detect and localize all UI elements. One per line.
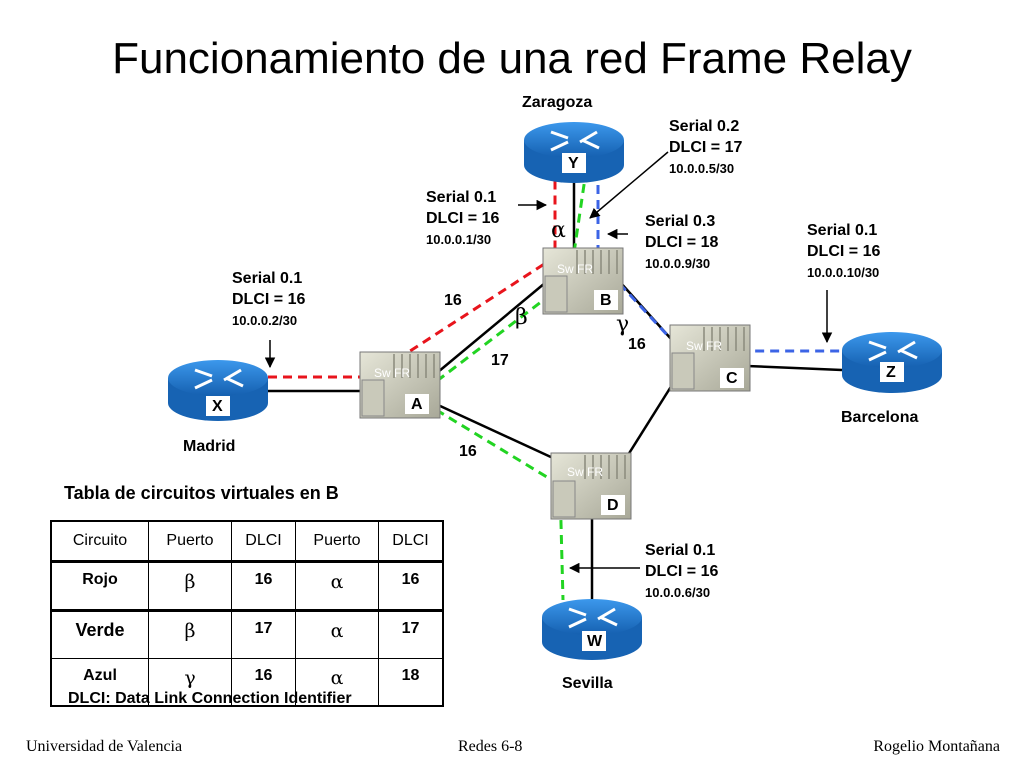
link-c-z bbox=[746, 364, 843, 372]
router-x-letter: X bbox=[212, 398, 223, 415]
iface-barcelona: Serial 0.1 DLCI = 16 10.0.0.10/30 bbox=[807, 220, 880, 283]
cell-dlci-in: 16 bbox=[231, 560, 296, 611]
cell-puerto-out: α bbox=[295, 658, 379, 707]
header-puerto-in: Puerto bbox=[148, 520, 232, 562]
footer-center: Redes 6-8 bbox=[458, 738, 523, 755]
dlci-definition: DLCI: Data Link Connection Identifier bbox=[68, 690, 352, 707]
router-w-letter: W bbox=[587, 633, 603, 650]
city-madrid: Madrid bbox=[183, 438, 236, 455]
iface-zaragoza-03-dlci: DLCI = 18 bbox=[645, 234, 719, 251]
iface-zaragoza-01-ip: 10.0.0.1/30 bbox=[426, 232, 492, 247]
switch-a bbox=[359, 351, 441, 419]
iface-zaragoza-03: Serial 0.3 DLCI = 18 10.0.0.9/30 bbox=[645, 211, 718, 274]
iface-madrid-ip: 10.0.0.2/30 bbox=[232, 313, 298, 328]
footer-right: Rogelio Montañana bbox=[873, 738, 1000, 755]
port-beta: β bbox=[515, 305, 528, 330]
table-row: Rojo β 16 α 16 bbox=[50, 560, 444, 611]
switch-a-letter: A bbox=[411, 396, 423, 413]
iface-barcelona-dlci: DLCI = 16 bbox=[807, 243, 881, 260]
circuit-blue bbox=[596, 170, 845, 353]
iface-zaragoza-02-dlci: DLCI = 17 bbox=[669, 139, 743, 156]
router-y-icon bbox=[524, 122, 624, 183]
table-row: Verde β 17 α 17 bbox=[50, 609, 444, 659]
cell-puerto-in: β bbox=[148, 609, 232, 659]
iface-madrid-dlci: DLCI = 16 bbox=[232, 291, 306, 308]
footer-left: Universidad de Valencia bbox=[26, 738, 183, 755]
iface-zaragoza-02-ip: 10.0.0.5/30 bbox=[669, 161, 735, 176]
iface-zaragoza-02-serial: Serial 0.2 bbox=[669, 118, 740, 135]
cell-circuito: Verde bbox=[50, 609, 149, 659]
iface-zaragoza-01-dlci: DLCI = 16 bbox=[426, 210, 500, 227]
table-caption: Tabla de circuitos virtuales en B bbox=[64, 483, 339, 503]
header-dlci-out: DLCI bbox=[378, 520, 444, 562]
link-a-d bbox=[437, 403, 554, 460]
switch-d-label: Sw FR bbox=[567, 465, 603, 479]
header-dlci-in: DLCI bbox=[231, 520, 296, 562]
dlci-red-ab: 16 bbox=[444, 292, 462, 309]
cell-puerto-out: α bbox=[295, 609, 379, 659]
router-z-letter: Z bbox=[886, 364, 896, 381]
port-gamma: γ bbox=[616, 312, 630, 337]
iface-zaragoza-03-ip: 10.0.0.9/30 bbox=[645, 256, 711, 271]
cell-circuito: Azul bbox=[50, 658, 149, 707]
city-zaragoza: Zaragoza bbox=[522, 94, 593, 111]
cell-dlci-out: 17 bbox=[378, 609, 444, 659]
switch-b-label: Sw FR bbox=[557, 262, 593, 276]
iface-sevilla-ip: 10.0.0.6/30 bbox=[645, 585, 711, 600]
iface-sevilla: Serial 0.1 DLCI = 16 10.0.0.6/30 bbox=[645, 540, 718, 603]
port-alpha: α bbox=[551, 218, 566, 243]
iface-barcelona-serial: Serial 0.1 bbox=[807, 222, 878, 239]
cell-dlci-out: 16 bbox=[378, 560, 444, 611]
iface-zaragoza-02: Serial 0.2 DLCI = 17 10.0.0.5/30 bbox=[669, 116, 742, 179]
header-circuito: Circuito bbox=[50, 520, 149, 562]
city-barcelona: Barcelona bbox=[841, 409, 919, 426]
arrow-zaragoza-02 bbox=[589, 151, 669, 219]
physical-links bbox=[268, 180, 843, 605]
cell-dlci-in: 17 bbox=[231, 609, 296, 659]
switch-c-letter: C bbox=[726, 370, 738, 387]
cell-dlci-in: 16 bbox=[231, 658, 296, 707]
iface-zaragoza-01-serial: Serial 0.1 bbox=[426, 189, 497, 206]
cell-circuito: Rojo bbox=[50, 560, 149, 611]
router-x-icon bbox=[168, 360, 268, 421]
table-header-row: Circuito Puerto DLCI Puerto DLCI bbox=[50, 520, 444, 562]
dlci-blue-bc: 16 bbox=[628, 336, 646, 353]
switch-a-label: Sw FR bbox=[374, 366, 410, 380]
circuit-red bbox=[268, 178, 557, 379]
switch-d bbox=[550, 452, 632, 520]
iface-zaragoza-03-serial: Serial 0.3 bbox=[645, 213, 716, 230]
page-title: Funcionamiento de una red Frame Relay bbox=[112, 34, 912, 83]
iface-sevilla-dlci: DLCI = 16 bbox=[645, 563, 719, 580]
iface-sevilla-serial: Serial 0.1 bbox=[645, 542, 716, 559]
iface-madrid-serial: Serial 0.1 bbox=[232, 270, 303, 287]
dlci-green-ad: 16 bbox=[459, 443, 477, 460]
link-a-b bbox=[437, 282, 546, 373]
cell-puerto-in: β bbox=[148, 560, 232, 611]
link-c-d bbox=[626, 384, 674, 456]
cell-dlci-out: 18 bbox=[378, 658, 444, 707]
switch-c bbox=[669, 324, 751, 392]
router-y-letter: Y bbox=[568, 155, 579, 172]
switch-c-label: Sw FR bbox=[686, 339, 722, 353]
iface-zaragoza-01: Serial 0.1 DLCI = 16 10.0.0.1/30 bbox=[426, 187, 499, 250]
iface-madrid: Serial 0.1 DLCI = 16 10.0.0.2/30 bbox=[232, 268, 305, 331]
switch-b-letter: B bbox=[600, 292, 612, 309]
router-w-icon bbox=[542, 599, 642, 660]
header-puerto-out: Puerto bbox=[295, 520, 379, 562]
switch-d-letter: D bbox=[607, 497, 619, 514]
city-sevilla: Sevilla bbox=[562, 675, 613, 692]
router-z-icon bbox=[842, 332, 942, 393]
dlci-green-ab: 17 bbox=[491, 352, 509, 369]
iface-barcelona-ip: 10.0.0.10/30 bbox=[807, 265, 880, 280]
table-row: Azul γ 16 α 18 bbox=[50, 658, 444, 707]
virtual-circuits-table: Circuito Puerto DLCI Puerto DLCI Rojo β … bbox=[50, 520, 444, 707]
cell-puerto-out: α bbox=[295, 560, 379, 611]
switch-b bbox=[542, 247, 624, 315]
